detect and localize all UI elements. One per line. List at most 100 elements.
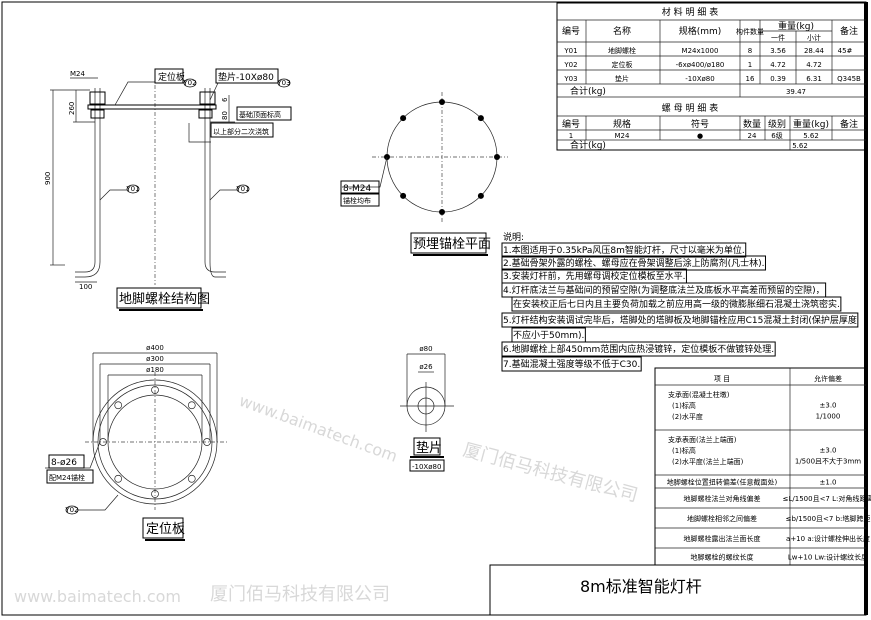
cell-subtotal: 28.44 bbox=[804, 47, 825, 55]
note-line: 4.灯杆底法兰与基础间的预留空隙(为调整底法兰及底板水平高差而预留的空隙)， bbox=[503, 284, 825, 296]
note-line: 在安装校正后七日内且主要负荷加载之前应用高一级的微膨胀细石混凝土浇筑密实. bbox=[513, 298, 840, 310]
anchor-bolt-dot bbox=[477, 115, 484, 122]
label-secondary-grout: 以上部分二次浇筑 bbox=[213, 127, 269, 136]
header-weight: 重量(kg) bbox=[778, 20, 814, 32]
anchor-bolt-dot bbox=[439, 209, 445, 215]
nut-table-title: 螺 母 明 细 表 bbox=[662, 102, 718, 114]
bolt-structure-drawing: 900 260 M24 6 80 100 定位板 Y02 垫片-10Xø80 Y… bbox=[44, 68, 292, 311]
plate-hole bbox=[187, 474, 196, 483]
bolt-structure-title: 地脚螺栓结构图 bbox=[119, 291, 210, 307]
cell-no: Y03 bbox=[563, 75, 577, 83]
table-row: Y02 定位板 -6xø400/ø180 1 4.72 4.72 bbox=[563, 60, 821, 69]
watermark-text: www.baimatech.com bbox=[14, 587, 181, 606]
cell-name: 地脚螺栓 bbox=[608, 46, 636, 55]
watermark-text: www.baimatech.com bbox=[237, 391, 400, 466]
tolerance-table: 项 目 允许偏差 支承面(混凝土柱墩)(1)标高(2)水平度±3.01/1000… bbox=[654, 367, 871, 566]
note-line: 1.本图适用于0.35kPa风压8m智能灯杆，尺寸以毫米为单位. bbox=[503, 244, 745, 256]
dim-400: ø400 bbox=[146, 344, 164, 352]
cell-unit: 4.72 bbox=[770, 61, 786, 69]
tolerance-value: a+10 a:设计螺栓伸出长度 bbox=[786, 534, 870, 543]
plate-hole bbox=[114, 474, 123, 483]
label-foundation-level: 基础顶面标高 bbox=[239, 110, 281, 119]
header-tolerance: 允许偏差 bbox=[814, 374, 842, 383]
tolerance-item: (1)标高 bbox=[672, 401, 696, 410]
cell-no: Y02 bbox=[563, 61, 577, 69]
anchor-plan-title: 预埋锚栓平面 bbox=[413, 237, 491, 252]
cell-qty: 1 bbox=[748, 61, 752, 69]
dim-6: 6 bbox=[221, 97, 229, 102]
table-row: 支承面(混凝土柱墩)(1)标高(2)水平度±3.01/1000 bbox=[655, 384, 866, 421]
note-frame bbox=[501, 312, 859, 328]
dim-80: 80 bbox=[221, 111, 229, 120]
anchor-bolt-dot bbox=[400, 192, 407, 199]
cell-qty: 8 bbox=[748, 47, 752, 55]
part-tag bbox=[236, 184, 250, 194]
header-qty: 构件数量 bbox=[736, 27, 764, 36]
watermark-text: 厦门佰马科技有限公司 bbox=[461, 440, 640, 507]
cell-no: 1 bbox=[569, 132, 573, 140]
cell-weight: 5.62 bbox=[803, 132, 819, 140]
tolerance-value: 1/500且不大于3mm bbox=[795, 457, 861, 466]
tag-y02: Y02 bbox=[182, 79, 196, 87]
tolerance-value: Lw+10 Lw:设计螺纹长度 bbox=[788, 553, 868, 562]
tolerance-value: ±1.0 bbox=[820, 479, 837, 487]
cell-name: 定位板 bbox=[612, 60, 633, 69]
washer-spec: -10Xø80 bbox=[412, 463, 441, 471]
note-line: 不应小于50mm). bbox=[513, 329, 584, 341]
nut-header-no: 编号 bbox=[562, 118, 580, 130]
material-table-title: 材 料 明 细 表 bbox=[662, 6, 718, 18]
tag-y02: Y02 bbox=[64, 506, 78, 514]
cell-qty: 24 bbox=[748, 132, 757, 140]
header-name: 名称 bbox=[613, 25, 631, 37]
notes: 说明: 1.本图适用于0.35kPa风压8m智能灯杆，尺寸以毫米为单位.2.基础… bbox=[501, 231, 859, 372]
cell-note: Q345B bbox=[837, 75, 861, 83]
note-frame bbox=[501, 242, 747, 258]
note-frame bbox=[501, 341, 776, 357]
dim-900: 900 bbox=[44, 172, 52, 185]
cell-spec: M24 bbox=[615, 132, 630, 140]
dim-260: 260 bbox=[68, 102, 76, 115]
tag-y01: Y01 bbox=[125, 185, 139, 193]
note-line: 7.基础混凝土强度等级不低于C30. bbox=[503, 358, 640, 370]
dim-m24: M24 bbox=[70, 70, 85, 78]
cell-spec: -6xø400/ø180 bbox=[676, 61, 725, 69]
tag-y03: Y03 bbox=[276, 79, 290, 87]
dim-26: ø26 bbox=[419, 363, 433, 371]
title-block: 8m标准智能灯杆 bbox=[489, 564, 867, 616]
cell-subtotal: 4.72 bbox=[806, 61, 822, 69]
header-note: 备注 bbox=[840, 25, 858, 37]
washer-title: 垫片 bbox=[416, 440, 442, 456]
notes-heading: 说明: bbox=[503, 231, 524, 243]
plate-hole bbox=[187, 401, 196, 410]
tolerance-item: 地脚螺栓的螺纹长度 bbox=[691, 553, 754, 562]
part-tag bbox=[126, 184, 140, 194]
tolerance-item: (1)标高 bbox=[672, 446, 696, 455]
dim-100: 100 bbox=[79, 283, 92, 291]
tolerance-item: (2)水平度(法兰上端面) bbox=[672, 457, 744, 466]
cell-unit: 3.56 bbox=[770, 47, 786, 55]
cell-spec: M24x1000 bbox=[682, 47, 719, 55]
anchor-bolt-right bbox=[204, 88, 226, 278]
header-no: 编号 bbox=[562, 25, 580, 37]
nut-header-qty: 数量 bbox=[743, 118, 761, 130]
note-frame bbox=[501, 356, 642, 372]
cell-spec: -10Xø80 bbox=[685, 75, 714, 83]
tolerance-value: ≤L/1500且<7 L:对角线距离 bbox=[783, 494, 871, 503]
tolerance-value: 1/1000 bbox=[816, 413, 841, 421]
dim-180: ø180 bbox=[146, 366, 164, 374]
part-tag bbox=[183, 78, 197, 88]
plate-title: 定位板 bbox=[146, 522, 185, 537]
cell-note: 45# bbox=[838, 47, 853, 55]
label-anchor-count: 8-M24 bbox=[343, 184, 371, 194]
plate-hole bbox=[114, 401, 123, 410]
plate-hole bbox=[99, 438, 107, 446]
anchor-bolt-dot bbox=[477, 192, 484, 199]
tolerance-value: ±3.0 bbox=[820, 402, 837, 410]
table-row: Y03 垫片 -10Xø80 16 0.39 6.31 Q345B bbox=[563, 74, 861, 83]
tolerance-item: 地脚螺栓法兰对角线偏差 bbox=[684, 494, 761, 503]
tolerance-item: 地脚螺栓相邻之间偏差 bbox=[687, 514, 757, 523]
nut-header-note: 备注 bbox=[840, 118, 858, 130]
tolerance-item: 地脚螺栓位置扭转偏差(任意截面处) bbox=[667, 478, 778, 487]
table-row: 1 M24 ● 24 6级 5.62 bbox=[569, 131, 819, 140]
